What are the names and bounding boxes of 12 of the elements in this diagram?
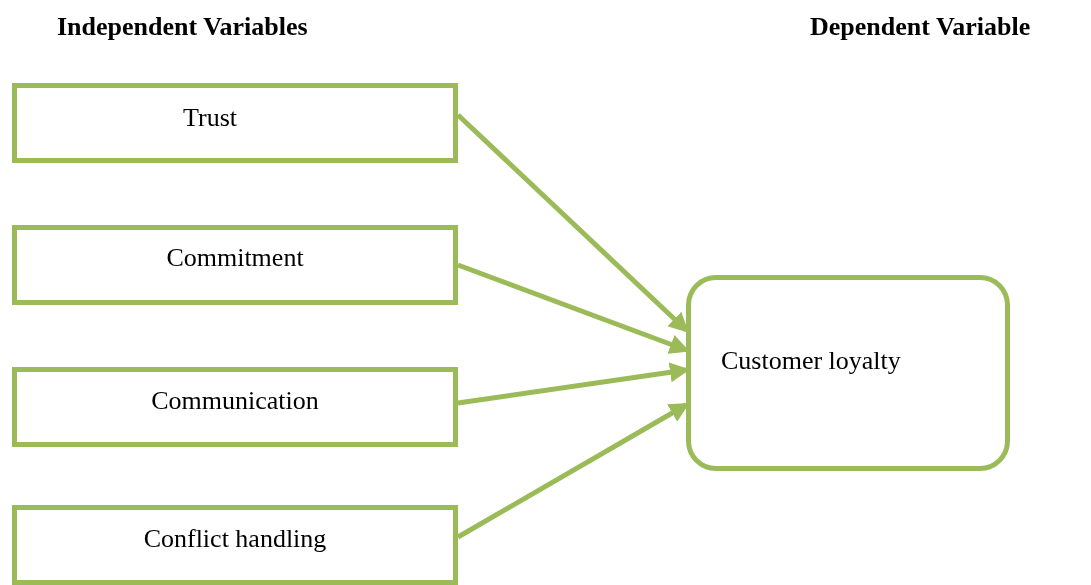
node-label: Conflict handling: [143, 524, 327, 554]
node-label: Commitment: [166, 243, 304, 273]
variable-box: [12, 225, 458, 305]
node-label: Communication: [151, 386, 319, 416]
column-heading: Dependent Variable: [810, 12, 1031, 42]
variable-box: [12, 505, 458, 585]
variable-box: [12, 83, 458, 163]
rounded-box: [686, 275, 1010, 471]
node-label: Trust: [183, 103, 237, 133]
variable-box: [12, 367, 458, 447]
column-heading: Independent Variables: [57, 12, 308, 42]
node-label: Customer loyalty: [721, 346, 901, 376]
